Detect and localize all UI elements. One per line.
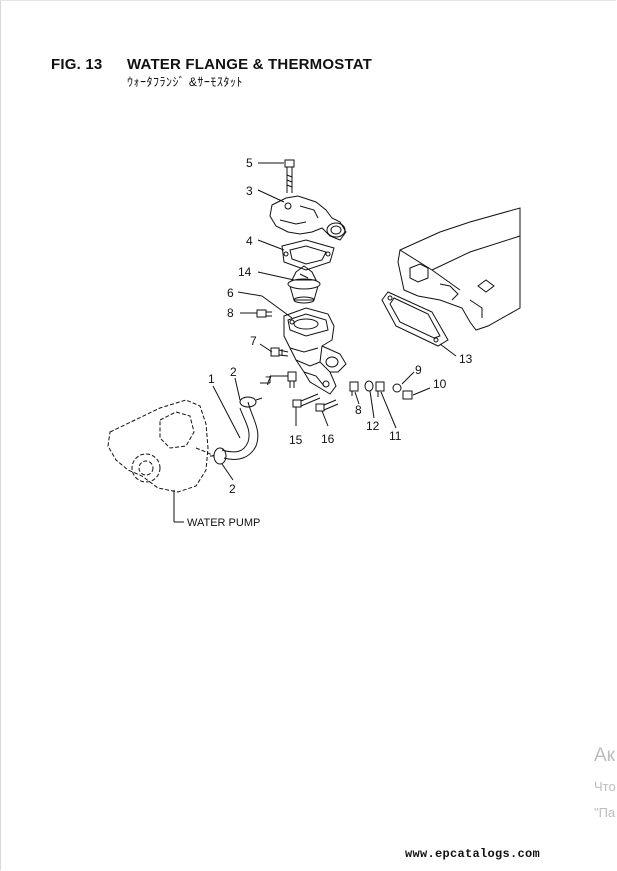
bolt-15-drawing bbox=[292, 393, 321, 408]
callout-8-left: 8 bbox=[227, 306, 234, 320]
callout-5: 5 bbox=[246, 156, 253, 170]
thermostat-14-drawing bbox=[287, 265, 321, 304]
clamp-2-upper-drawing bbox=[239, 396, 263, 408]
callout-13: 13 bbox=[459, 352, 473, 366]
engine-block-drawing bbox=[397, 207, 521, 331]
callout-2-upper: 2 bbox=[230, 365, 237, 379]
plug-8-left-drawing bbox=[256, 309, 272, 318]
bolt-5-drawing bbox=[284, 159, 295, 193]
gasket-4-drawing bbox=[281, 239, 335, 271]
fitting-11-drawing bbox=[375, 381, 385, 397]
callout-12: 12 bbox=[366, 419, 380, 433]
callout-16: 16 bbox=[321, 432, 335, 446]
washer-9-drawing bbox=[392, 383, 402, 393]
water-pump-drawing bbox=[107, 399, 215, 493]
callout-15: 15 bbox=[289, 433, 303, 447]
figure-title: WATER FLANGE & THERMOSTAT bbox=[127, 56, 372, 73]
figure-number: FIG. 13 bbox=[51, 56, 103, 73]
watermark-line-2: Что bbox=[594, 779, 616, 794]
footer-site-url: www.epcatalogs.com bbox=[405, 847, 541, 861]
plug-8-right-drawing bbox=[349, 381, 359, 396]
callout-8-right: 8 bbox=[355, 403, 362, 417]
leader-lines bbox=[173, 162, 457, 523]
callout-9: 9 bbox=[415, 363, 422, 377]
callout-11: 11 bbox=[389, 429, 402, 443]
callout-10: 10 bbox=[433, 377, 447, 391]
callout-14: 14 bbox=[238, 265, 252, 279]
thermostat-housing-6-drawing bbox=[283, 307, 347, 395]
callout-1: 1 bbox=[208, 372, 215, 386]
plug-10-drawing bbox=[402, 390, 413, 400]
watermark-line-3: "Па bbox=[594, 805, 616, 820]
water-flange-3-drawing bbox=[269, 195, 347, 241]
water-pump-label: WATER PUMP bbox=[187, 517, 260, 529]
gasket-13-drawing bbox=[381, 291, 449, 347]
callout-7-lower: 7 bbox=[265, 374, 272, 388]
watermark-line-1: Ак bbox=[594, 745, 615, 766]
bolt-16-drawing bbox=[315, 399, 339, 412]
figure-subtitle-japanese: ｳｫｰﾀﾌﾗﾝｼﾞ &ｻｰﾓｽﾀｯﾄ bbox=[127, 75, 243, 89]
callout-6: 6 bbox=[227, 286, 234, 300]
callout-labels: 5 3 4 14 6 8 7 7 2 1 2 15 16 8 12 11 9 1… bbox=[187, 156, 473, 529]
hose-1-drawing bbox=[221, 401, 259, 460]
callout-4: 4 bbox=[246, 234, 253, 248]
fitting-7-lower-drawing bbox=[287, 371, 297, 388]
callout-2-lower: 2 bbox=[229, 482, 236, 496]
fitting-7-upper-drawing bbox=[270, 347, 289, 357]
washer-12-drawing bbox=[364, 380, 374, 392]
callout-7-upper: 7 bbox=[250, 334, 257, 348]
callout-3: 3 bbox=[246, 184, 253, 198]
